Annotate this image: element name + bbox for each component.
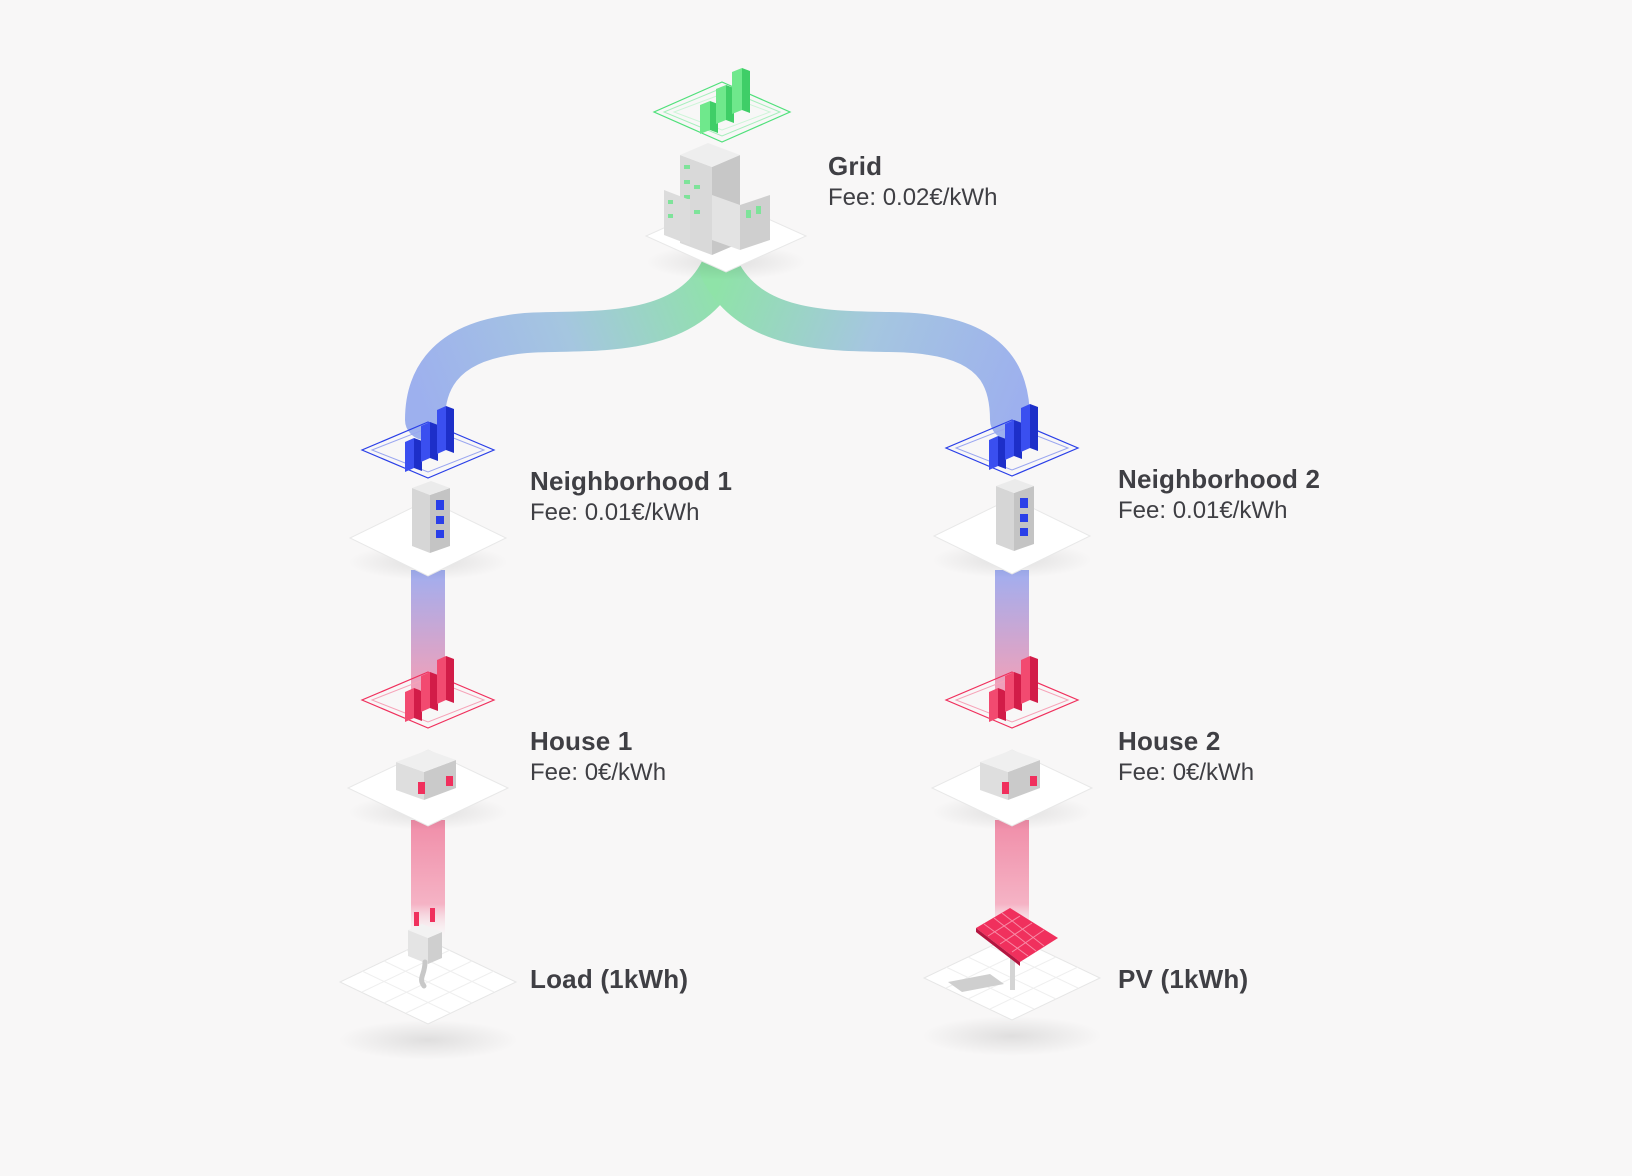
- grid-label: Grid Fee: 0.02€/kWh: [828, 150, 997, 214]
- connectors: [405, 250, 1030, 940]
- pv-node: [922, 908, 1102, 1056]
- link-grid-neighborhood2: [700, 250, 1030, 440]
- neighborhood2-name: Neighborhood 2: [1118, 464, 1321, 494]
- neighborhood1-node: [348, 406, 508, 580]
- load-label: Load (1kWh): [530, 963, 688, 996]
- load-name: Load (1kWh): [530, 964, 689, 994]
- house2-chart-icon: [944, 656, 1080, 729]
- house1-node: [346, 656, 510, 830]
- grid-chart-icon: [652, 68, 792, 143]
- house1-fee: Fee: 0€/kWh: [530, 759, 667, 787]
- neighborhood2-chart-icon: [944, 404, 1080, 477]
- grid-node: [644, 68, 808, 280]
- house2-fee: Fee: 0€/kWh: [1118, 759, 1255, 787]
- neighborhood1-name: Neighborhood 1: [530, 466, 733, 496]
- link-grid-neighborhood1: [405, 250, 740, 440]
- neighborhood1-label: Neighborhood 1 Fee: 0.01€/kWh: [530, 465, 732, 529]
- house2-node: [930, 656, 1094, 830]
- city-buildings-icon: [664, 143, 770, 255]
- house2-label: House 2 Fee: 0€/kWh: [1118, 725, 1254, 789]
- load-node: [338, 908, 518, 1060]
- solar-panel-icon: [948, 908, 1058, 992]
- house1-name: House 1: [530, 726, 633, 756]
- house1-label: House 1 Fee: 0€/kWh: [530, 725, 666, 789]
- neighborhood2-node: [932, 404, 1092, 578]
- neighborhood2-label: Neighborhood 2 Fee: 0.01€/kWh: [1118, 463, 1320, 527]
- power-plug-icon: [408, 908, 442, 989]
- house2-name: House 2: [1118, 726, 1221, 756]
- grid-fee: Fee: 0.02€/kWh: [828, 184, 998, 212]
- grid-name: Grid: [828, 151, 883, 181]
- tower-building-icon: [412, 481, 450, 553]
- tower-building-icon: [996, 479, 1034, 551]
- house-icon: [980, 750, 1040, 800]
- neighborhood2-fee: Fee: 0.01€/kWh: [1118, 497, 1288, 525]
- neighborhood1-chart-icon: [360, 406, 496, 479]
- house-icon: [396, 750, 456, 800]
- pv-name: PV (1kWh): [1118, 964, 1249, 994]
- neighborhood1-fee: Fee: 0.01€/kWh: [530, 499, 700, 527]
- pv-label: PV (1kWh): [1118, 963, 1248, 996]
- house1-chart-icon: [360, 656, 496, 729]
